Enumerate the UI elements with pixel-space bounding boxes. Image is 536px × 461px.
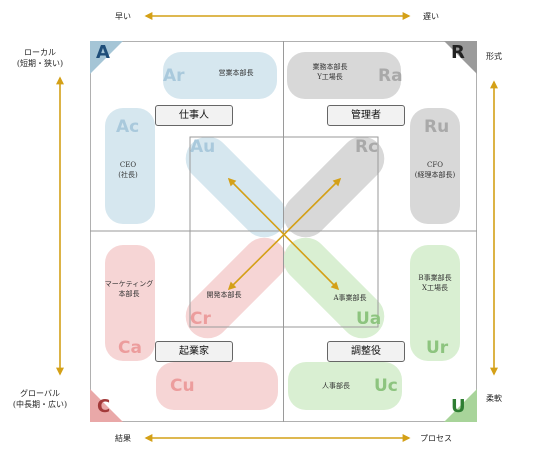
code-ru: Ru [424, 117, 450, 137]
code-ar: Ar [163, 66, 185, 86]
pill-uc [288, 362, 402, 410]
tag-r: 管理者 [327, 105, 405, 126]
corner-triangle-u [444, 389, 477, 422]
role-ar: 営業本部長 [218, 69, 254, 77]
corner-letter-c: C [97, 396, 111, 417]
role-ra: 業務本部長 Y工場長 [290, 62, 370, 82]
axis-label-top-left: 早い [115, 12, 131, 21]
role-ca: マーケティング 本部長 [96, 279, 162, 299]
axis-label-left-bottom-line2: (中長期・広い) [12, 400, 68, 409]
role-ur-line1: B事業部長 [418, 274, 452, 282]
pill-ua [283, 237, 385, 339]
pill-ac [105, 108, 155, 224]
role-ur: B事業部長 X工場長 [404, 273, 466, 293]
axis-label-bottom-left: 結果 [115, 434, 131, 443]
corner-triangle-c [90, 389, 123, 422]
axis-label-left-bottom-line1: グローバル [20, 389, 60, 398]
role-ur-line2: X工場長 [422, 284, 448, 292]
code-au: Au [190, 137, 216, 157]
role-ra-line1: 業務本部長 [312, 63, 348, 71]
pill-ra [287, 52, 401, 99]
role-ca-line1: マーケティング [104, 280, 154, 288]
pill-ru [410, 108, 460, 224]
tag-u: 調整役 [327, 341, 405, 362]
tag-a: 仕事人 [155, 105, 233, 126]
code-cr: Cr [190, 309, 211, 329]
axis-label-left-top: ローカル (短期・狭い) [8, 47, 72, 69]
role-cr: 開発本部長 [206, 291, 242, 299]
corner-triangle-r [444, 41, 477, 74]
role-ua: A事業部長 [333, 294, 367, 302]
axis-label-top-right: 遅い [423, 12, 439, 21]
corner-letter-r: R [451, 42, 465, 63]
corner-letter-u: U [451, 396, 466, 417]
axis-label-right-top: 形式 [486, 52, 502, 61]
role-ac-line1: CEO [119, 161, 137, 169]
role-ca-line2: 本部長 [118, 290, 140, 298]
tag-c: 起業家 [155, 341, 233, 362]
corner-letter-a: A [96, 42, 110, 63]
code-ur: Ur [426, 338, 449, 358]
center-arrow-rc-cr [227, 177, 342, 291]
corner-triangle-a [90, 41, 123, 74]
code-uc: Uc [374, 376, 398, 396]
code-ra: Ra [378, 66, 403, 86]
code-ua: Ua [356, 309, 382, 329]
code-rc: Rc [355, 137, 379, 157]
pill-cu [156, 362, 278, 410]
code-ca: Ca [118, 338, 142, 358]
pill-cr [185, 237, 287, 339]
role-uc: 人事部長 [322, 382, 350, 390]
role-ac-line2: (社長) [118, 171, 138, 179]
axis-label-bottom-right: プロセス [420, 434, 452, 443]
code-ac: Ac [116, 117, 140, 137]
axis-label-left-top-line2: (短期・狭い) [16, 59, 64, 68]
center-square [189, 136, 379, 328]
role-ru-line1: CFO [427, 161, 443, 169]
pill-ar [163, 52, 277, 99]
pill-ca [105, 245, 155, 361]
role-ru-line2: (経理本部長) [414, 171, 456, 179]
role-ru: CFO (経理本部長) [404, 160, 466, 180]
pill-ur [410, 245, 460, 361]
axis-label-left-bottom: グローバル (中長期・広い) [4, 388, 76, 410]
axis-label-right-bottom: 柔軟 [486, 394, 502, 403]
role-ra-line2: Y工場長 [317, 73, 343, 81]
role-ac: CEO (社長) [100, 160, 156, 180]
axis-label-left-top-line1: ローカル [24, 48, 56, 57]
code-cu: Cu [170, 376, 195, 396]
